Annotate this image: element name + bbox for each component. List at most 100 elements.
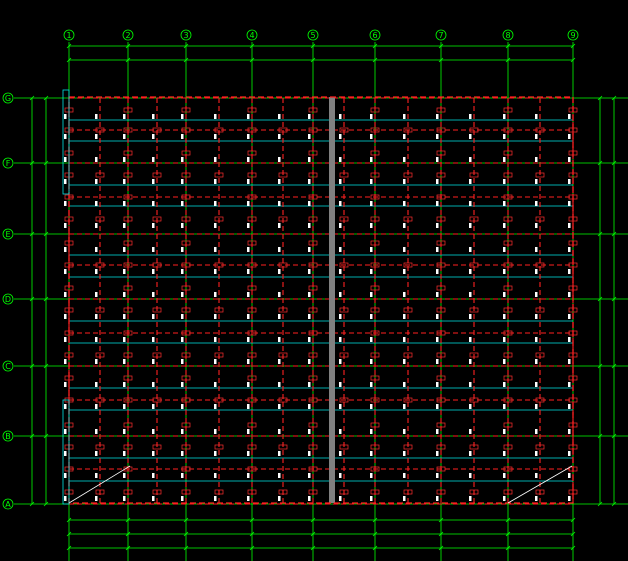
joint-tag — [339, 489, 349, 495]
joint-marker — [247, 223, 250, 228]
joint-marker — [214, 337, 217, 342]
joint-marker — [95, 451, 98, 456]
joint-tag — [469, 489, 479, 495]
joint-marker — [568, 134, 571, 139]
joint-tag — [535, 352, 545, 358]
joint-tag — [214, 397, 224, 403]
joint-marker — [152, 496, 155, 501]
joint-tag — [152, 397, 162, 403]
joint-tag — [535, 397, 545, 403]
joint-tag — [152, 127, 162, 133]
joint-marker — [370, 292, 373, 297]
dim-tick — [597, 501, 603, 507]
joint-marker — [95, 473, 98, 478]
joint-marker — [64, 382, 67, 387]
joint-tag — [181, 422, 191, 428]
joint-tag — [503, 397, 513, 403]
joint-marker — [503, 114, 506, 119]
joint-marker — [152, 292, 155, 297]
joint-marker — [403, 292, 406, 297]
dim-tick — [611, 95, 617, 101]
joint-marker — [370, 223, 373, 228]
joint-tag — [403, 397, 413, 403]
joint-tag — [535, 262, 545, 268]
dim-tick — [372, 517, 378, 523]
axis-label-7: 7 — [438, 31, 443, 40]
joint-marker — [403, 179, 406, 184]
joint-tag — [181, 150, 191, 156]
joint-marker — [214, 496, 217, 501]
joint-marker — [339, 337, 342, 342]
joint-marker — [308, 382, 311, 387]
joint-marker — [503, 269, 506, 274]
joint-tag — [278, 216, 288, 222]
joint-tag — [95, 307, 105, 313]
joint-tag — [214, 262, 224, 268]
joint-marker — [308, 292, 311, 297]
joint-marker — [503, 473, 506, 478]
joint-tag — [181, 375, 191, 381]
joint-marker — [503, 157, 506, 162]
dim-tick — [310, 517, 316, 523]
joint-marker — [64, 134, 67, 139]
axis-label-A: A — [5, 500, 11, 509]
axis-label-8: 8 — [505, 31, 510, 40]
dim-tick — [29, 160, 35, 166]
joint-marker — [181, 114, 184, 119]
joint-tag — [123, 240, 133, 246]
joint-marker — [214, 114, 217, 119]
axis-bubble-6 — [369, 29, 381, 41]
joint-marker — [535, 429, 538, 434]
joint-marker — [403, 114, 406, 119]
joint-marker — [278, 473, 281, 478]
joint-tag — [370, 489, 380, 495]
joint-marker — [503, 314, 506, 319]
dim-tick — [438, 531, 444, 537]
joint-marker — [64, 292, 67, 297]
joint-marker — [503, 337, 506, 342]
joint-marker — [469, 451, 472, 456]
joint-marker — [181, 382, 184, 387]
joint-marker — [95, 114, 98, 119]
joint-tag — [308, 172, 318, 178]
dim-tick — [310, 57, 316, 63]
joint-marker — [469, 404, 472, 409]
axis-label-1: 1 — [66, 31, 71, 40]
axis-bubble-G — [2, 92, 14, 104]
joint-marker — [214, 157, 217, 162]
dim-tick — [29, 296, 35, 302]
joint-marker — [247, 314, 250, 319]
joint-marker — [214, 269, 217, 274]
joint-marker — [469, 247, 472, 252]
joint-marker — [436, 134, 439, 139]
joint-marker — [370, 451, 373, 456]
joint-marker — [181, 292, 184, 297]
dim-tick — [183, 545, 189, 551]
joint-tag — [95, 216, 105, 222]
joint-marker — [469, 314, 472, 319]
axis-label-3: 3 — [183, 31, 188, 40]
joint-marker — [370, 314, 373, 319]
joint-marker — [95, 404, 98, 409]
axis-bubble-C — [2, 360, 14, 372]
joint-marker — [278, 382, 281, 387]
joint-marker — [469, 269, 472, 274]
joint-tag — [123, 422, 133, 428]
joint-marker — [278, 451, 281, 456]
joint-tag — [247, 127, 257, 133]
dim-tick — [505, 57, 511, 63]
joint-marker — [64, 314, 67, 319]
joint-tag — [403, 172, 413, 178]
joint-tag — [308, 466, 318, 472]
joint-tag — [436, 352, 446, 358]
joint-marker — [370, 496, 373, 501]
joint-marker — [469, 223, 472, 228]
joint-marker — [152, 269, 155, 274]
joint-tag — [535, 127, 545, 133]
joint-tag — [152, 489, 162, 495]
purlins — [69, 119, 573, 482]
joint-tag — [308, 352, 318, 358]
joint-marker — [403, 201, 406, 206]
joint-marker — [64, 473, 67, 478]
